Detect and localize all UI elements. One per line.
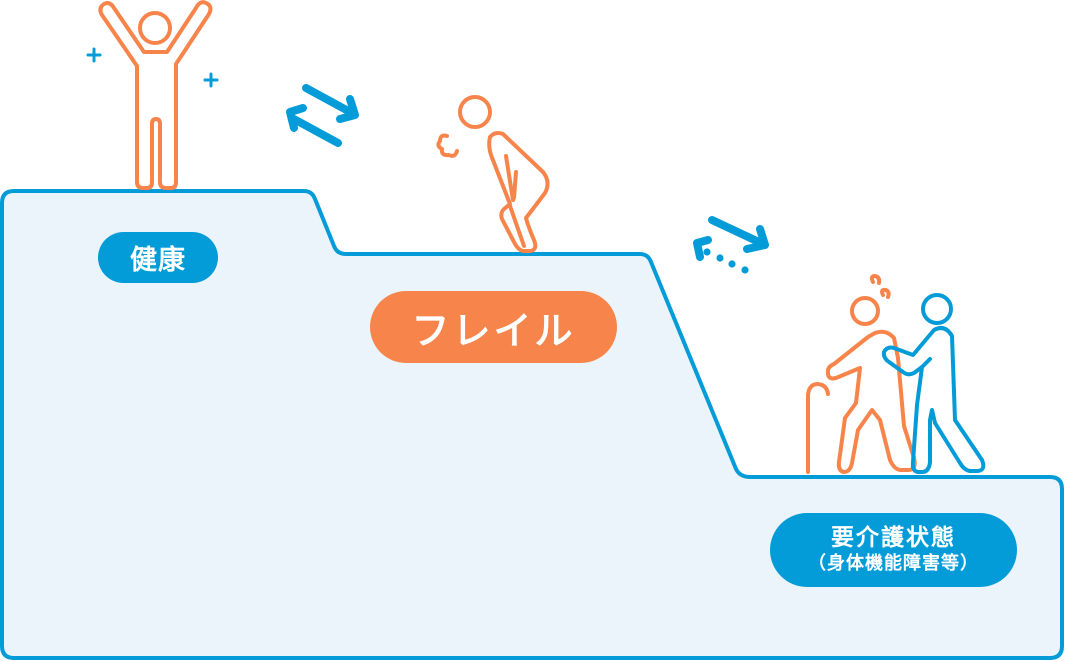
stage-label-care-title: 要介護状態 [831,525,956,551]
dotted-trail [703,248,749,274]
person-arms-raised-icon [98,0,213,190]
bidirectional-arrows-icon [286,84,359,147]
stage-label-frail: フレイル [370,291,617,363]
elderly-with-cane-icon [806,274,917,474]
stage-label-frail-text: フレイル [411,308,576,353]
person-bent-over-tired-icon [436,95,550,253]
stage-label-care: 要介護状態 （身体機能障害等） [770,513,1017,587]
forward-arrow-dotted-return-icon [693,216,769,261]
stage-label-healthy: 健康 [98,232,218,283]
stage-label-care-subtitle: （身体機能障害等） [808,553,979,574]
stage-label-healthy-text: 健康 [130,245,186,276]
sparkle-plus-icons [86,47,219,88]
caregiver-icon [881,293,986,474]
